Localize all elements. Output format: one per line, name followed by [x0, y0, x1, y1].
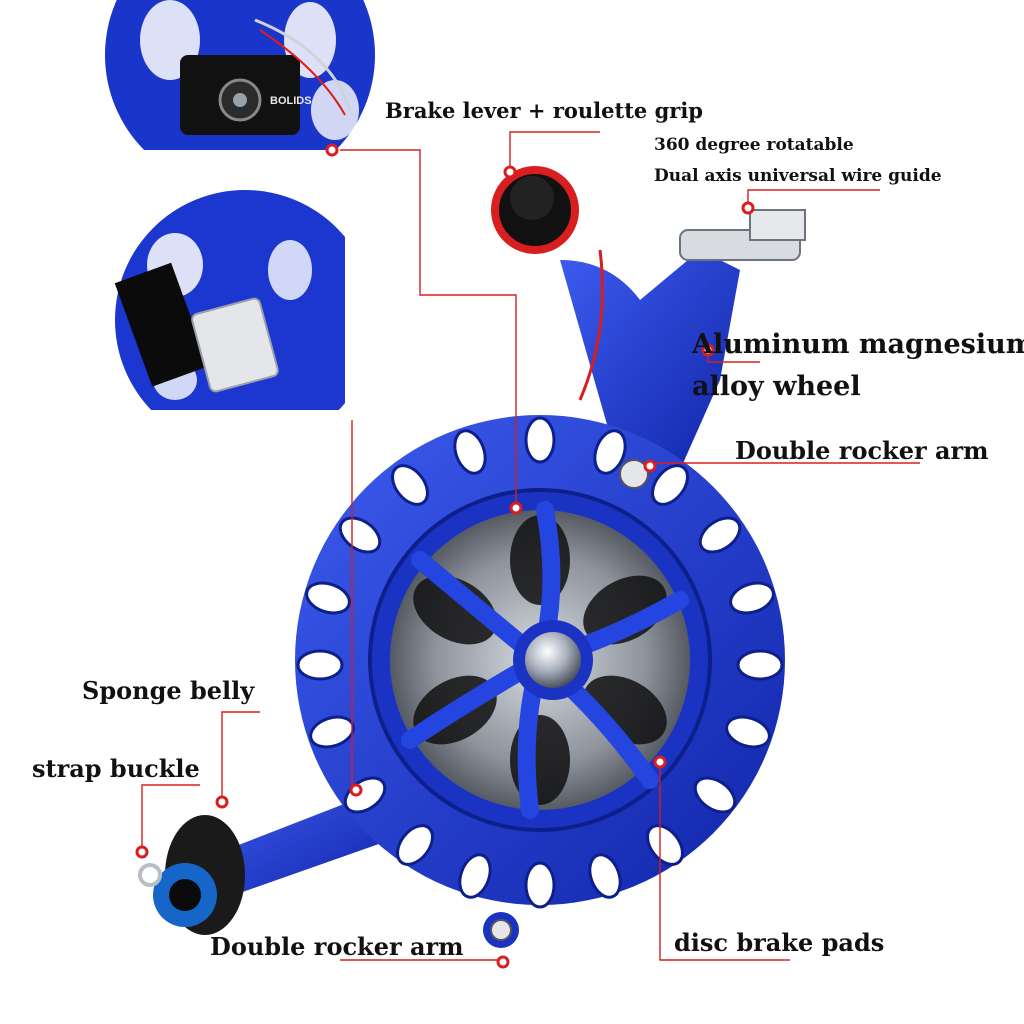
label-brake-lever: Brake lever + roulette grip: [385, 98, 703, 123]
leader-dots: [135, 143, 755, 969]
kite-reel: [138, 166, 806, 948]
label-double-rocker-arm-top: Double rocker arm: [735, 436, 989, 465]
inset-handle-closeup: [90, 190, 405, 450]
leader-lines: [141, 131, 920, 961]
label-double-rocker-arm-bottom: Double rocker arm: [210, 932, 464, 961]
label-strap-buckle: strap buckle: [32, 754, 200, 783]
label-alloy-wheel-line1: Aluminum magnesium: [692, 329, 1024, 360]
inset-logo-text: BOLIDS: [270, 95, 312, 107]
label-wire-guide: Dual axis universal wire guide: [654, 166, 942, 186]
label-sponge-belly: Sponge belly: [82, 676, 255, 705]
label-disc-brake-pads: disc brake pads: [674, 928, 885, 957]
label-360-rotatable: 360 degree rotatable: [654, 135, 854, 155]
label-alloy-wheel-line2: alloy wheel: [692, 371, 861, 402]
